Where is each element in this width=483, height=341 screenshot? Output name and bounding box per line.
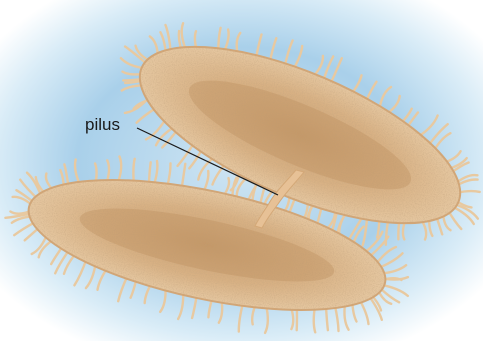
pilus-label: pilus — [85, 116, 120, 133]
